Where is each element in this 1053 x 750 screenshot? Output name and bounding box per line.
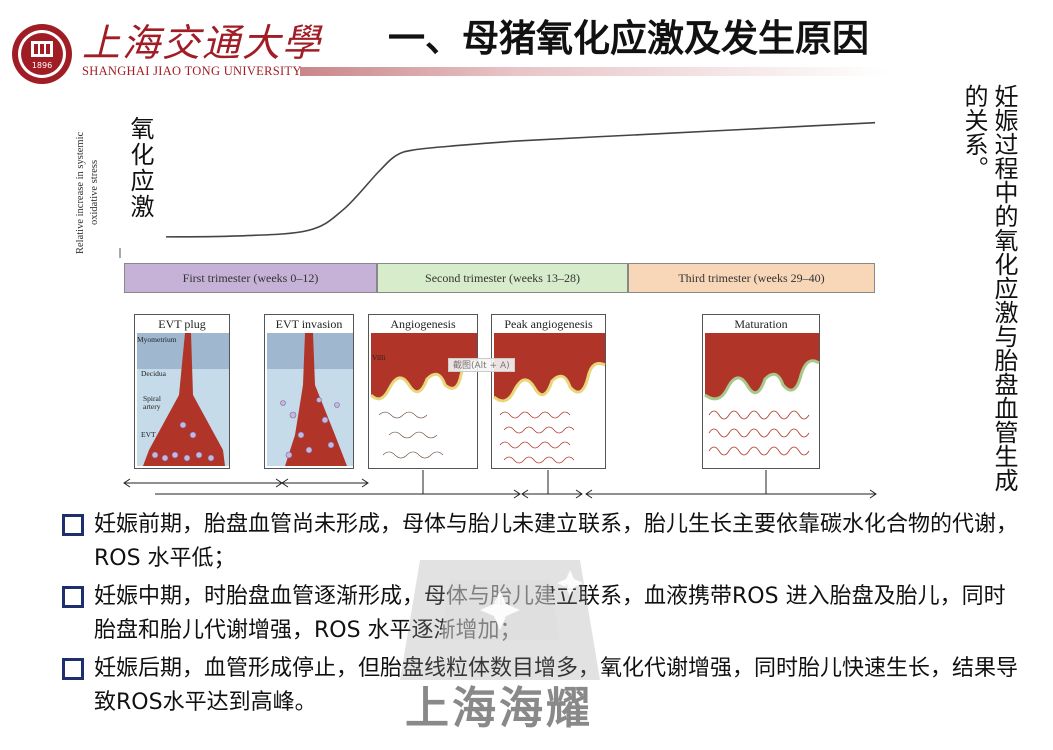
arrowhead (275, 478, 283, 488)
header-gradient-bar (300, 67, 920, 76)
trimester-bar-third: Third trimester (weeks 29–40) (628, 263, 875, 293)
stage-panel-angiogenesis: Angiogenesis Villi (368, 314, 478, 469)
arrowhead (521, 489, 529, 499)
checkbox-bullet-icon (62, 586, 84, 608)
checkbox-bullet-icon (62, 658, 84, 680)
stage-label: EVT invasion (275, 317, 343, 331)
trimester-bar-first: First trimester (weeks 0–12) (124, 263, 377, 293)
label-evt: EVT (141, 430, 156, 439)
label-spiral-artery: Spiral artery (143, 394, 161, 411)
stage-label: Peak angiogenesis (504, 317, 593, 331)
stage-panel-maturation: Maturation (702, 314, 820, 469)
stress-curve-series (165, 121, 876, 238)
seal-year: 1896 (32, 61, 52, 70)
maturation-illustration (704, 333, 820, 456)
slide-title: 一、母猪氧化应激及发生原因 (388, 17, 869, 60)
label-myometrium: Myometrium (137, 335, 177, 344)
stage-label: Maturation (734, 317, 788, 331)
arrowhead (575, 489, 583, 499)
trimester-label: Third trimester (weeks 29–40) (678, 270, 825, 285)
trimester-label: Second trimester (weeks 13–28) (425, 270, 580, 285)
y-axis-title: Relative increase in systemic oxidative … (75, 131, 100, 254)
stage-label: Angiogenesis (390, 317, 456, 331)
evt-plug-illustration (137, 333, 229, 466)
stage-panel-evt-plug: EVT plug Myometrium Decidua Spiral arter… (134, 314, 230, 469)
stage-label: EVT plug (158, 317, 206, 331)
y-axis-label-cn: 氧化应激 (126, 116, 154, 220)
stage-panel-peak-angiogenesis: Peak angiogenesis (491, 314, 606, 469)
arrowhead (585, 489, 593, 499)
label-villi: Villi (372, 353, 386, 362)
timeline-arrows (123, 470, 877, 499)
university-seal-icon: 1896 (12, 24, 72, 84)
bullet-item: 妊娠中期，时胎盘血管逐渐形成，母体与胎儿建立联系，血液携带ROS 进入胎盘及胎儿… (62, 580, 1022, 648)
university-logo-en: SHANGHAI JIAO TONG UNIVERSITY (82, 64, 302, 78)
bullet-item: 妊娠后期，血管形成停止，但胎盘线粒体数目增多，氧化代谢增强，同时胎儿快速生长，结… (62, 652, 1022, 720)
university-logo-cn: 上海交通大學 (82, 21, 323, 65)
bullet-text: 妊娠后期，血管形成停止，但胎盘线粒体数目增多，氧化代谢增强，同时胎儿快速生长，结… (94, 656, 1019, 715)
arrowhead (513, 489, 521, 499)
arrowhead (869, 489, 877, 499)
trimester-bar-second: Second trimester (weeks 13–28) (377, 263, 628, 293)
evt-invasion-illustration (267, 333, 353, 466)
vertical-caption: 妊娠过程中的氧化应激与胎盘血管生成的关系。 (960, 84, 1018, 492)
label-decidua: Decidua (141, 369, 166, 378)
stage-panel-evt-invasion: EVT invasion (264, 314, 354, 469)
bullet-text: 妊娠前期，胎盘血管尚未形成，母体与胎儿未建立联系，胎儿生长主要依靠碳水化合物的代… (94, 512, 1019, 571)
screenshot-tooltip: 截图(Alt + A) (448, 358, 515, 372)
trimester-label: First trimester (weeks 0–12) (182, 270, 319, 285)
peak-angiogenesis-illustration (493, 333, 606, 464)
checkbox-bullet-icon (62, 514, 84, 536)
arrowhead (361, 478, 369, 488)
angiogenesis-illustration (369, 333, 478, 459)
arrowhead (281, 478, 289, 488)
arrowhead (123, 478, 131, 488)
watermark-text: 上海海耀 (405, 683, 593, 734)
bullet-text: 妊娠中期，时胎盘血管逐渐形成，母体与胎儿建立联系，血液携带ROS 进入胎盘及胎儿… (94, 584, 1006, 643)
bullet-item: 妊娠前期，胎盘血管尚未形成，母体与胎儿未建立联系，胎儿生长主要依靠碳水化合物的代… (62, 508, 1022, 576)
bullet-list: 妊娠前期，胎盘血管尚未形成，母体与胎儿未建立联系，胎儿生长主要依靠碳水化合物的代… (62, 508, 1022, 724)
